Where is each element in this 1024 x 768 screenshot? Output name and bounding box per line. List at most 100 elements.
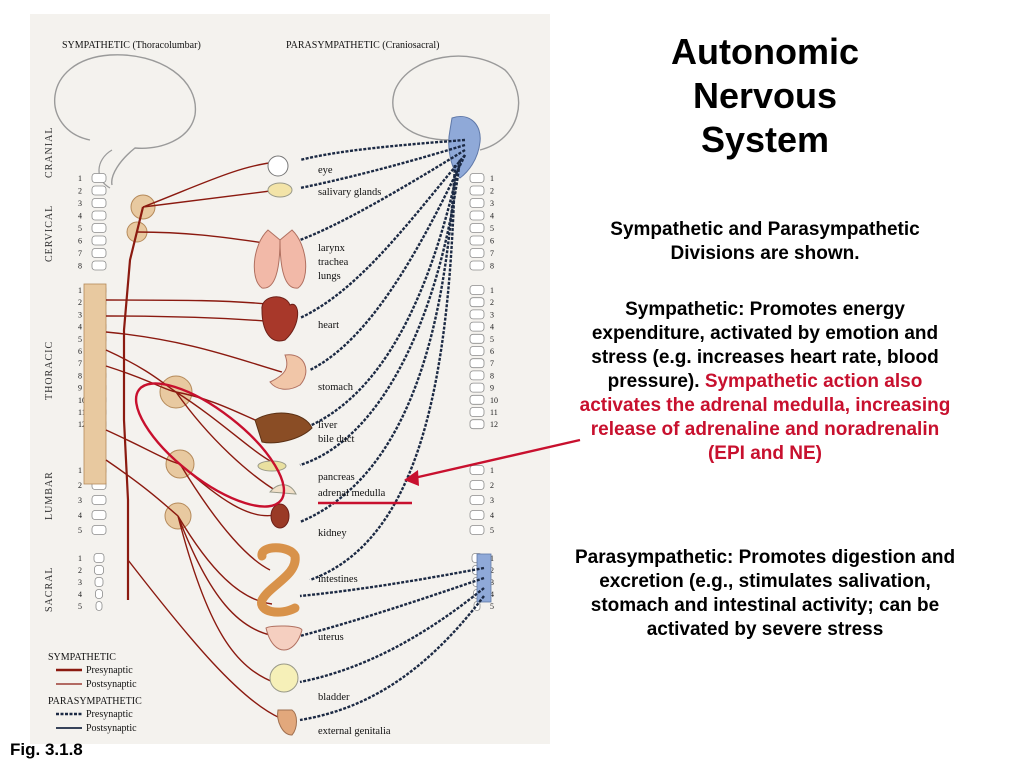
left-spinal-number-thoracic-2: 2: [78, 298, 82, 307]
left-vertebra-cervical-4: [91, 210, 107, 221]
organ-label-bladder: bladder: [318, 692, 350, 703]
adrenal-arrowhead: [404, 470, 419, 486]
salivary-gland-shape: [267, 182, 293, 198]
left-spinal-number-thoracic-1: 1: [78, 286, 82, 295]
right-vertebra-thoracic-7: [469, 358, 485, 369]
left-spinal-number-lumbar-1: 1: [78, 466, 82, 475]
heart-shape: [261, 296, 299, 342]
right-spinal-number-thoracic-2: 2: [490, 298, 494, 307]
left-vertebra-cervical-6: [91, 235, 107, 246]
left-vertebra-lumbar-3: [91, 495, 107, 505]
organ-label-larynx: larynx: [318, 243, 346, 254]
right-vertebra-cervical-8: [469, 260, 485, 271]
organ-label-pancreas: pancreas: [318, 472, 355, 483]
left-spinal-number-sacral-3: 3: [78, 578, 82, 587]
legend-para-postsynaptic: Postsynaptic: [86, 723, 137, 734]
right-spinal-number-cervical-6: 6: [490, 237, 494, 246]
kidney-shape: [270, 503, 290, 529]
title-line-1: Autonomic: [671, 31, 859, 72]
right-spinal-number-thoracic-11: 11: [490, 408, 498, 417]
left-spinal-number-lumbar-4: 4: [78, 511, 82, 520]
right-vertebra-thoracic-8: [469, 370, 485, 381]
left-vertebra-sacral-3: [94, 577, 104, 587]
region-label-cranial: CRANIAL: [44, 127, 55, 178]
sympathetic-paragraph: Sympathetic: Promotes energy expenditure…: [570, 298, 960, 466]
right-vertebra-lumbar-4: [469, 510, 485, 520]
right-brain-outline: [392, 55, 520, 151]
left-spinal-number-thoracic-7: 7: [78, 359, 82, 368]
parasympathetic-paragraph: Parasympathetic: Promotes digestion and …: [574, 547, 956, 640]
right-vertebra-cervical-3: [469, 198, 485, 208]
organs: [253, 155, 313, 736]
right-vertebra-cervical-2: [469, 185, 485, 196]
right-spinal-number-thoracic-6: 6: [490, 347, 494, 356]
right-vertebra-cervical-1: [469, 173, 485, 183]
left-vertebra-cervical-2: [91, 185, 107, 196]
right-spinal-number-cervical-5: 5: [490, 224, 494, 233]
region-label-sacral: SACRAL: [44, 567, 55, 612]
left-vertebra-cervical-3: [91, 198, 107, 208]
left-spinal-number-cervical-3: 3: [78, 199, 82, 208]
right-spinal-number-sacral-1: 1: [490, 554, 494, 563]
right-vertebra-thoracic-2: [469, 297, 485, 308]
adrenal-highlight-ellipse: [134, 382, 286, 508]
right-spinal-number-lumbar-2: 2: [490, 481, 494, 490]
organ-label-heart: heart: [318, 320, 339, 331]
right-vertebra-thoracic-1: [469, 285, 485, 295]
organ-label-kidney: kidney: [318, 528, 347, 539]
title-line-3: System: [700, 119, 830, 160]
region-label-lumbar: LUMBAR: [44, 471, 55, 520]
left-vertebra-sacral-4: [95, 589, 103, 599]
right-vertebra-thoracic-5: [469, 333, 485, 344]
right-spinal-number-thoracic-9: 9: [490, 384, 494, 393]
left-vertebra-sacral-1: [93, 553, 105, 563]
right-spinal-number-sacral-5: 5: [490, 602, 494, 611]
stomach-shape: [269, 354, 307, 390]
legend-para-presynaptic: Presynaptic: [86, 709, 133, 720]
legend-parasympathetic-title: PARASYMPATHETIC: [48, 696, 142, 707]
right-vertebra-thoracic-12: [469, 419, 485, 430]
left-spinal-number-sacral-1: 1: [78, 554, 82, 563]
left-spinal-number-thoracic-5: 5: [78, 335, 82, 344]
right-vertebra-lumbar-5: [469, 525, 485, 535]
left-vertebra-lumbar-5: [91, 525, 107, 535]
legend-symp-postsynaptic: Postsynaptic: [86, 679, 137, 690]
intro-paragraph: Sympathetic and Parasympathetic Division…: [610, 219, 920, 264]
right-spinal-number-lumbar-3: 3: [490, 496, 494, 505]
organ-label-salivary: salivary glands: [318, 187, 381, 198]
lungs-shape: [253, 229, 307, 289]
left-spinal-number-thoracic-3: 3: [78, 310, 82, 319]
left-spinal-number-lumbar-2: 2: [78, 481, 82, 490]
left-spinal-number-sacral-4: 4: [78, 590, 82, 599]
organ-label-eye: eye: [318, 165, 333, 176]
left-spinal-number-thoracic-9: 9: [78, 384, 82, 393]
left-brain-outline: [54, 54, 197, 186]
right-spinal-number-thoracic-8: 8: [490, 371, 494, 380]
right-vertebra-thoracic-10: [469, 394, 485, 405]
right-vertebra-lumbar-1: [469, 465, 485, 475]
left-vertebra-cervical-1: [91, 173, 107, 183]
title-line-2: Nervous: [692, 75, 838, 116]
left-spinal-number-cervical-7: 7: [78, 249, 82, 258]
right-spinal-number-cervical-4: 4: [490, 212, 494, 221]
left-spinal-number-sacral-2: 2: [78, 566, 82, 575]
left-vertebra-cervical-5: [91, 223, 107, 233]
right-vertebra-cervical-5: [469, 223, 485, 233]
organ-label-genitalia: external genitalia: [318, 726, 391, 737]
right-vertebra-lumbar-2: [469, 480, 485, 490]
uterus-shape: [265, 625, 303, 651]
right-vertebra-thoracic-3: [469, 309, 485, 320]
right-vertebra-thoracic-6: [469, 346, 485, 356]
left-spinal-number-cervical-1: 1: [78, 174, 82, 183]
right-vertebra-cervical-4: [469, 210, 485, 221]
legend: SYMPATHETIC Presynaptic Postsynaptic PAR…: [48, 652, 142, 734]
organ-label-intestines: intestines: [318, 574, 358, 585]
right-spinal-number-thoracic-7: 7: [490, 359, 494, 368]
liver-shape: [254, 412, 313, 444]
left-spinal-number-thoracic-11: 11: [78, 408, 86, 417]
left-spinal-number-sacral-5: 5: [78, 602, 82, 611]
left-spinal-number-thoracic-4: 4: [78, 323, 82, 332]
adrenal-arrow: [413, 438, 581, 480]
organ-label-trachea: trachea: [318, 257, 349, 268]
